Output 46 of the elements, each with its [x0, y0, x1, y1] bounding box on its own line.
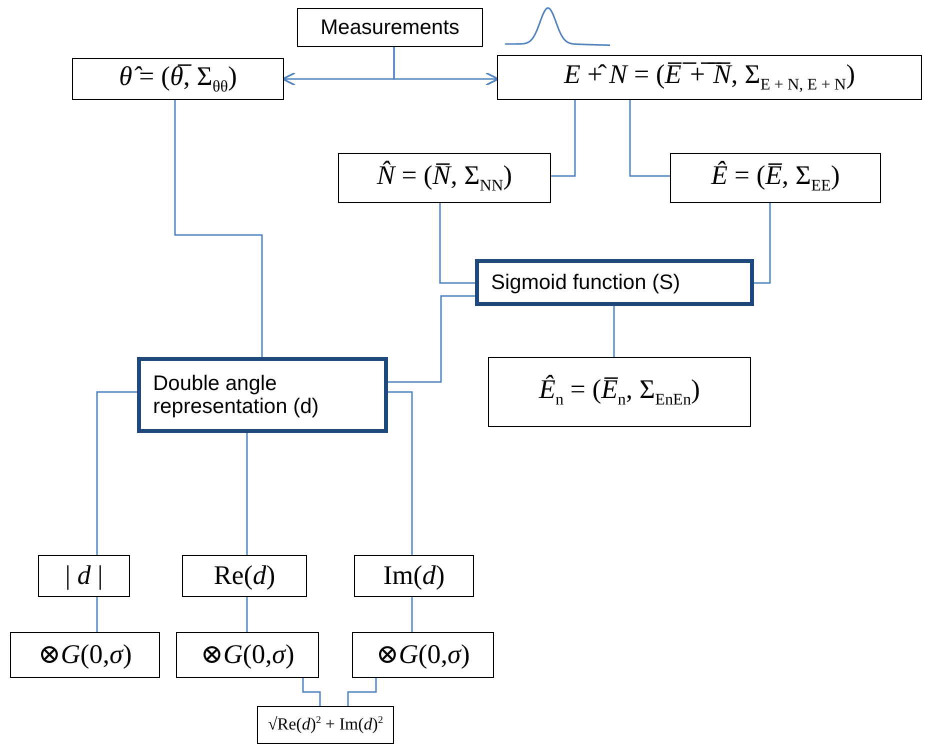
- formula-box: [354, 555, 474, 597]
- process-box: [137, 357, 388, 433]
- connector: [629, 100, 670, 177]
- formula-text: E +̂ N = (E̅ ̅+̅ ̅N̅, Σ$_{E + N, E + N}$): [564, 60, 856, 95]
- formula-box: [488, 357, 751, 427]
- formula-text: θ̂ = (θ̅, Σ$_{θθ}$): [119, 62, 237, 96]
- connector: [439, 203, 475, 284]
- label-text: Double angle representation (d): [153, 372, 320, 418]
- formula-box: [38, 555, 130, 597]
- formula-text: ⊗G(0,σ): [376, 640, 470, 670]
- formula-text: Re(d): [214, 561, 276, 591]
- formula-box: [670, 153, 881, 203]
- connector: [302, 678, 321, 706]
- formula-text: Im(d): [383, 561, 445, 591]
- label-box: [297, 8, 483, 47]
- formula-text: √Re(d)$^{2}$ + Im(d)$^{2}$: [268, 715, 384, 735]
- connector: [551, 100, 576, 177]
- formula-box: [352, 632, 494, 678]
- formula-text: ⊗G(0,σ): [200, 640, 294, 670]
- formula-text: N̂ = (N̅, Σ$_{NN}$): [376, 160, 512, 196]
- formula-box: [257, 706, 394, 744]
- formula-box: [72, 58, 284, 100]
- connector: [174, 100, 263, 357]
- connector: [388, 295, 475, 383]
- connector: [246, 597, 248, 632]
- connector: [246, 433, 248, 555]
- connector: [388, 391, 413, 555]
- connector: [411, 597, 413, 632]
- connector: [96, 597, 98, 632]
- connector: [613, 306, 615, 357]
- formula-box: [338, 153, 551, 203]
- formula-box: [176, 632, 319, 678]
- connector: [393, 47, 500, 86]
- connector: [347, 678, 377, 706]
- formula-text: | d |: [65, 561, 103, 591]
- label-text: Sigmoid function (S): [491, 270, 680, 294]
- process-box: [475, 259, 754, 306]
- connector: [754, 203, 771, 284]
- label-text: Measurements: [320, 16, 460, 40]
- formula-box: [182, 555, 307, 597]
- formula-text: Ê = (E̅, Σ$_{EE}$): [711, 160, 840, 196]
- formula-text: Ê$_{n}$ = (E̅$_{n}$, Σ$_{EnEn}$): [538, 374, 700, 410]
- formula-text: ⊗G(0,σ): [38, 640, 132, 670]
- formula-box: [10, 632, 160, 678]
- formula-box: [497, 55, 922, 100]
- connector: [96, 391, 137, 555]
